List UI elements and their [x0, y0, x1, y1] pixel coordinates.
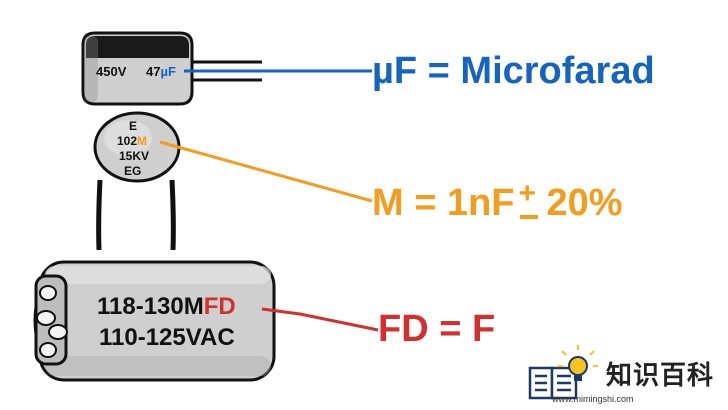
orange-connector-line: [159, 140, 373, 203]
small-capacitor-value-unit: µF: [160, 64, 176, 79]
lightbulb-icon: [558, 345, 598, 381]
book-icon: [528, 366, 578, 400]
large-capacitor-line-1-code: FD: [203, 293, 236, 320]
plus-sign: +: [518, 177, 537, 210]
red-connector-line: [261, 307, 379, 332]
large-capacitor-line-2: 110-125VAC: [99, 324, 235, 351]
ceramic-line-1: E: [129, 119, 138, 133]
ceramic-line-2-code: M: [137, 134, 148, 148]
ceramic-line-4: EG: [124, 164, 142, 178]
small-electrolytic-capacitor: [81, 31, 194, 106]
ceramic-line-3: 15KV: [119, 149, 150, 163]
microfarad-label: µF = Microfarad: [372, 50, 655, 92]
farad-label: FD = F: [378, 308, 496, 350]
large-capacitor-line-1: 118-130MFD: [97, 295, 236, 319]
brand-name: 知识百科: [606, 360, 715, 390]
small-capacitor-value: 47µF: [146, 65, 176, 78]
large-capacitor-line-1-prefix: 118-130M: [97, 293, 204, 320]
m-tolerance-suffix: 20%: [546, 182, 623, 224]
large-electrolytic-capacitor: [33, 260, 276, 382]
small-capacitor-value-number: 47: [146, 64, 161, 79]
small-capacitor-leads: [192, 60, 262, 82]
ceramic-line-2: 102M: [117, 135, 147, 147]
m-tolerance-label: M = 1nF+20%: [372, 179, 623, 224]
minus-bar: [519, 215, 538, 219]
small-capacitor-voltage: 450V: [96, 64, 127, 79]
m-tolerance-prefix: M = 1nF: [372, 182, 515, 224]
brand-url: www.mimingshi.com: [552, 394, 634, 404]
ceramic-disc-capacitor: [93, 111, 181, 251]
plus-minus-symbol: +: [517, 179, 541, 219]
ceramic-line-2-number: 102: [117, 134, 138, 148]
